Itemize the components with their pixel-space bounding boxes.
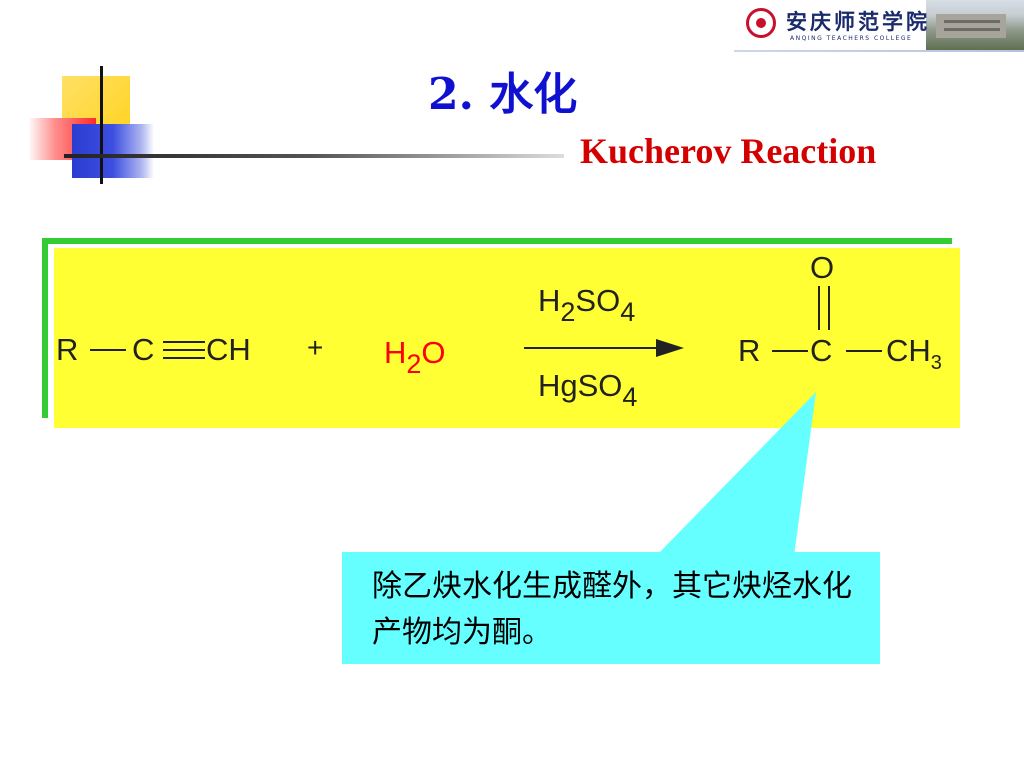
deco-square-blue [72, 124, 154, 178]
title-rule [64, 154, 564, 158]
college-name: 安庆师范学院 [786, 9, 930, 34]
callout-box: 除乙炔水化生成醛外，其它炔烃水化产物均为酮。 [342, 552, 880, 664]
header-divider [734, 50, 1024, 52]
campus-photo [926, 0, 1024, 50]
plus-sign: + [307, 332, 324, 363]
reactant-single-bond [90, 349, 126, 351]
water-o: O [421, 335, 446, 370]
reactant-r: R [56, 332, 79, 367]
product-bond-left [772, 350, 808, 352]
slide-title: 2. 水化 [428, 69, 578, 120]
product-bond-right [846, 350, 882, 352]
college-name-en: ANQING TEACHERS COLLEGE [790, 35, 913, 42]
water-subscript: 2 [406, 349, 422, 379]
catalyst-top-subscript-4: 4 [620, 297, 636, 327]
catalyst-top-h: H [538, 283, 561, 318]
water-formula: H2O [384, 335, 446, 378]
reactant-c: C [132, 332, 155, 367]
callout-text: 除乙炔水化生成醛外，其它炔烃水化产物均为酮。 [372, 569, 852, 650]
catalyst-top-subscript-2: 2 [560, 297, 576, 327]
catalyst-top-so: SO [575, 283, 621, 318]
product-r: R [738, 333, 761, 368]
slide-subtitle: Kucherov Reaction [580, 131, 877, 171]
product-methyl: CH3 [886, 333, 942, 373]
water-h: H [384, 335, 407, 370]
triple-bond-line-1 [163, 341, 205, 343]
deco-vertical-line [100, 66, 103, 184]
carbonyl-bond-line-2 [828, 286, 830, 330]
product-subscript-3: 3 [930, 352, 942, 374]
triple-bond-line-3 [163, 357, 205, 359]
triple-bond-line-2 [163, 349, 205, 351]
product-c: C [810, 333, 833, 368]
reaction-arrow-icon [524, 339, 684, 357]
catalyst-bottom-subscript-4: 4 [622, 382, 638, 412]
catalyst-sulfuric-acid: H2SO4 [538, 283, 635, 326]
college-seal-icon [746, 8, 776, 38]
catalyst-bottom-hgso: HgSO [538, 368, 623, 403]
catalyst-mercury-sulfate: HgSO4 [538, 368, 637, 411]
reactant-ch: CH [206, 332, 251, 367]
product-oxygen: O [810, 250, 835, 285]
carbonyl-bond-line-1 [818, 286, 820, 330]
product-ch: CH [886, 333, 931, 368]
